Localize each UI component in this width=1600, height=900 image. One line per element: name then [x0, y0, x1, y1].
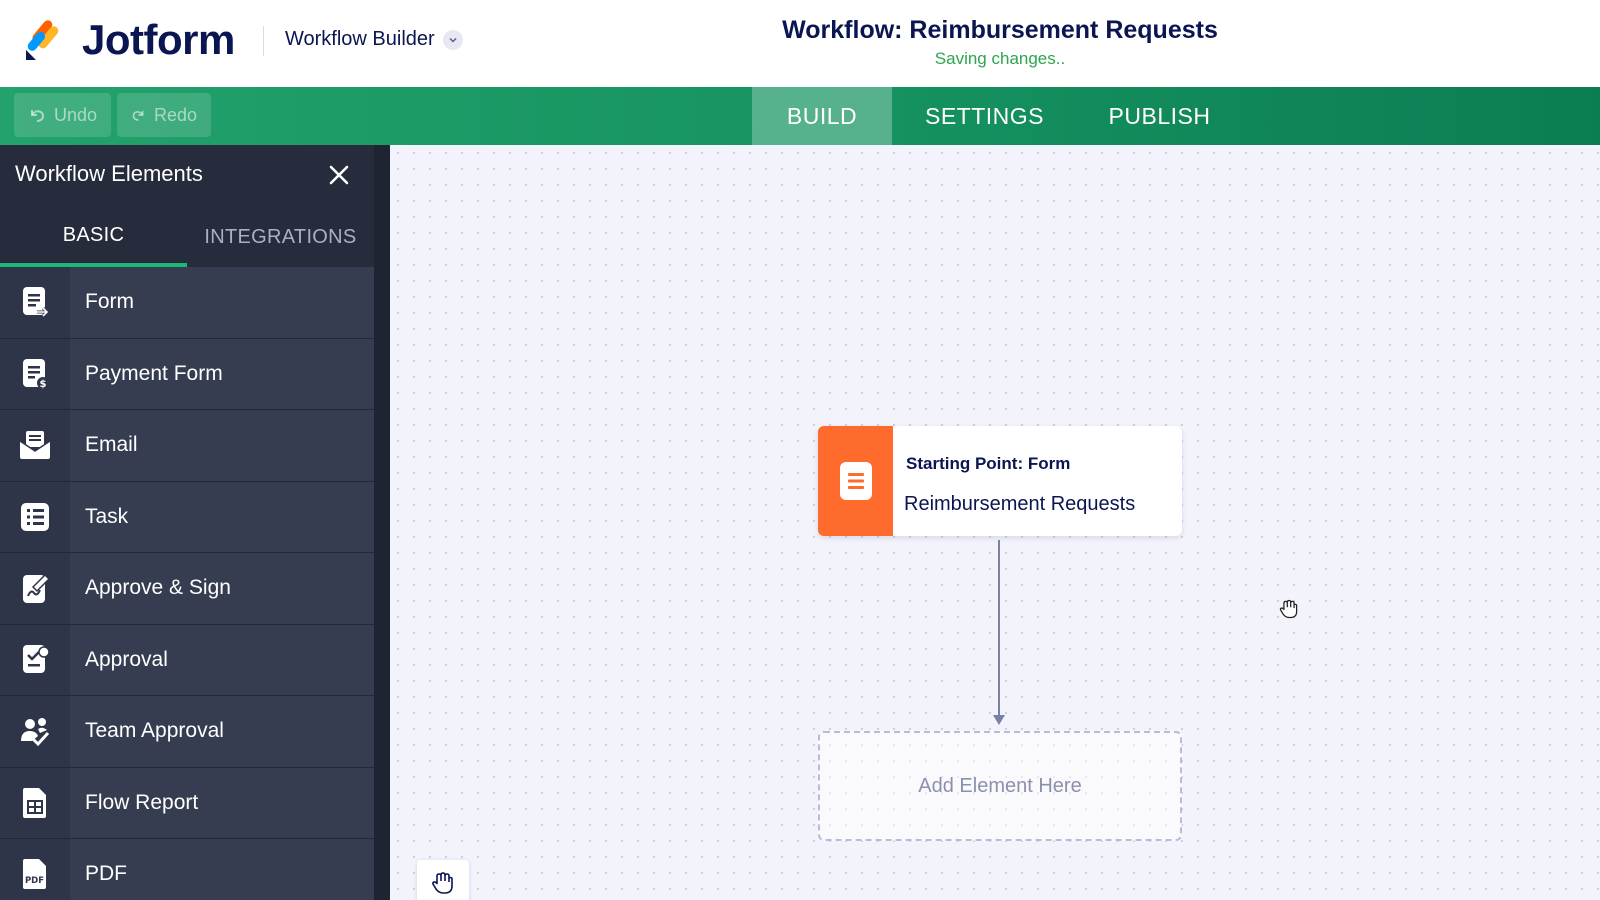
element-form[interactable]: Form: [0, 267, 374, 339]
element-label: PDF: [70, 839, 374, 900]
approve-sign-icon: [23, 574, 51, 604]
elements-list: Form $ Payment Form Email Task Approve &…: [0, 267, 374, 900]
undo-label: Undo: [53, 104, 97, 125]
logo-text: Jotform: [82, 16, 235, 63]
flow-report-icon: [23, 787, 46, 818]
element-label: Approval: [70, 624, 374, 695]
pdf-icon: PDF: [23, 859, 46, 890]
hand-icon: [432, 872, 453, 894]
panel-title: Workflow Elements: [15, 161, 203, 186]
workflow-elements-panel: Workflow Elements BASIC INTEGRATIONS For…: [0, 145, 390, 900]
element-approve-sign[interactable]: Approve & Sign: [0, 553, 374, 625]
tab-basic[interactable]: BASIC: [0, 207, 187, 267]
team-approval-icon: [21, 718, 50, 747]
grab-cursor-icon: [1278, 598, 1300, 620]
builder-label: Workflow Builder: [285, 28, 435, 50]
save-status: Saving changes..: [934, 49, 1066, 68]
workflow-title-block: Workflow: Reimbursement Requests Saving …: [700, 16, 1300, 69]
svg-text:PDF: PDF: [25, 876, 44, 886]
element-task[interactable]: Task: [0, 481, 374, 553]
element-label: Payment Form: [70, 338, 374, 409]
tab-integrations[interactable]: INTEGRATIONS: [204, 225, 357, 248]
payment-form-icon: $: [23, 358, 49, 390]
redo-label: Redo: [153, 104, 197, 125]
chevron-down-icon: [442, 29, 463, 50]
node-form-icon-cell: [818, 426, 893, 536]
builder-toolbar: Undo Redo BUILD SETTINGS PUBLISH: [0, 87, 1600, 145]
element-label: Form: [70, 267, 374, 338]
form-icon: [23, 287, 50, 318]
element-payment-form[interactable]: $ Payment Form: [0, 338, 374, 410]
element-label: Team Approval: [70, 696, 374, 767]
flow-connector: [998, 540, 1000, 716]
element-flow-report[interactable]: Flow Report: [0, 767, 374, 839]
approval-icon: [23, 644, 50, 673]
panel-tabs: BASIC INTEGRATIONS: [0, 207, 374, 267]
panel-header: Workflow Elements: [0, 145, 390, 207]
add-element-label: Add Element Here: [918, 774, 1082, 797]
add-element-dropzone[interactable]: Add Element Here: [818, 731, 1182, 841]
element-approval[interactable]: Approval: [0, 624, 374, 696]
workflow-title: Workflow: Reimbursement Requests: [782, 16, 1218, 44]
close-icon[interactable]: [325, 161, 353, 189]
connector-arrow-icon: [993, 715, 1005, 725]
builder-tabs: BUILD SETTINGS PUBLISH: [752, 87, 1242, 145]
element-email[interactable]: Email: [0, 410, 374, 482]
tab-settings[interactable]: SETTINGS: [924, 102, 1044, 129]
panel-scrollbar[interactable]: [374, 145, 390, 900]
undo-icon: [30, 110, 44, 122]
task-icon: [21, 502, 49, 531]
undo-button[interactable]: Undo: [14, 93, 111, 137]
pan-tool-button[interactable]: [417, 860, 469, 900]
node-form-name: Reimbursement Requests: [904, 493, 1136, 515]
start-node[interactable]: Starting Point: Form Reimbursement Reque…: [818, 426, 1182, 536]
element-team-approval[interactable]: Team Approval: [0, 696, 374, 768]
redo-icon: [132, 110, 144, 121]
element-pdf[interactable]: PDF PDF: [0, 839, 374, 900]
element-label: Flow Report: [70, 767, 374, 838]
email-icon: [19, 431, 51, 460]
svg-text:$: $: [40, 379, 47, 390]
form-icon: [839, 462, 872, 500]
tab-build[interactable]: BUILD: [752, 87, 892, 145]
tab-publish[interactable]: PUBLISH: [1108, 102, 1211, 129]
element-label: Task: [70, 481, 374, 552]
element-label: Approve & Sign: [70, 553, 374, 624]
header-divider: [263, 26, 264, 56]
app-header: Jotform Workflow Builder Workflow: Reimb…: [0, 0, 1600, 87]
element-label: Email: [70, 410, 374, 481]
builder-switcher[interactable]: Workflow Builder: [285, 28, 463, 51]
jotform-logo-icon: [26, 20, 59, 60]
jotform-logo[interactable]: Jotform: [24, 16, 235, 64]
node-kicker: Starting Point: Form: [906, 454, 1071, 473]
redo-button[interactable]: Redo: [117, 93, 211, 137]
